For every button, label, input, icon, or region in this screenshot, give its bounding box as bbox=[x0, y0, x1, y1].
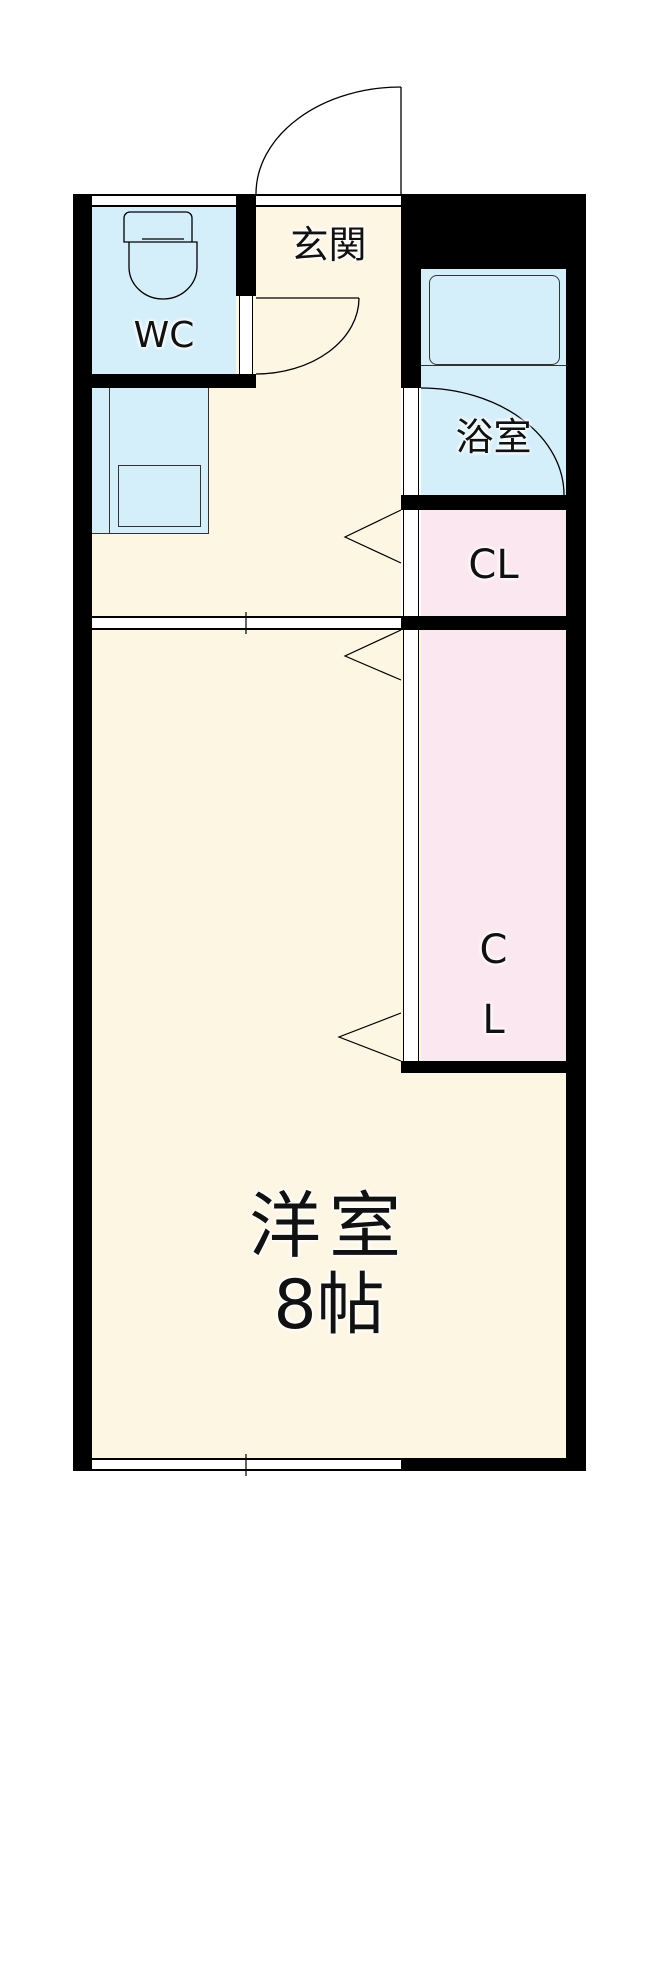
bath-room bbox=[421, 269, 566, 495]
bath-door-opening bbox=[403, 388, 419, 495]
closet-2 bbox=[421, 630, 566, 1061]
entrance-label: 玄関 bbox=[290, 223, 367, 267]
western-room-size: 8帖 bbox=[273, 1266, 385, 1345]
wall-bath-left bbox=[401, 269, 421, 388]
closet-2-label-l: L bbox=[482, 997, 505, 1043]
wc-label: WC bbox=[133, 315, 195, 356]
closet-1 bbox=[421, 510, 566, 616]
bath-door-arc bbox=[420, 387, 565, 496]
wc-window bbox=[92, 194, 236, 207]
sink-basin bbox=[118, 465, 201, 527]
counter-edge-line bbox=[109, 388, 110, 534]
wall-below-closet-2 bbox=[401, 1061, 586, 1073]
entrance-door-frame bbox=[256, 194, 401, 207]
closet-1-door-frame bbox=[403, 510, 419, 616]
wc-door-arc bbox=[255, 297, 360, 375]
wall-top-right-block bbox=[401, 194, 586, 269]
closet-2-door-mark-bottom bbox=[337, 1012, 402, 1062]
wall-below-wc bbox=[73, 374, 256, 388]
western-room-label: 洋室 bbox=[248, 1184, 409, 1268]
wall-below-bath bbox=[401, 495, 586, 510]
wall-left bbox=[73, 194, 92, 1471]
closet-1-door-mark bbox=[343, 509, 402, 564]
wall-bottom bbox=[401, 1458, 586, 1471]
closet-2-label-c: C bbox=[479, 927, 508, 973]
entrance-door-arc bbox=[255, 86, 402, 195]
bath-label: 浴室 bbox=[455, 415, 532, 459]
bathtub bbox=[429, 275, 560, 365]
kitchen-sink-counter bbox=[92, 388, 209, 534]
closet-2-door-mark-top bbox=[343, 629, 402, 681]
closet-2-door-frame bbox=[403, 630, 419, 1061]
bath-tub-outline bbox=[421, 365, 566, 366]
wall-right bbox=[566, 194, 586, 1471]
closet-1-label: CL bbox=[468, 542, 519, 588]
toilet-icon bbox=[123, 211, 198, 300]
wc-door-opening bbox=[239, 296, 253, 374]
wc-room bbox=[92, 207, 236, 374]
wall-between-closets bbox=[401, 616, 586, 630]
wall-wc-right bbox=[236, 194, 256, 296]
